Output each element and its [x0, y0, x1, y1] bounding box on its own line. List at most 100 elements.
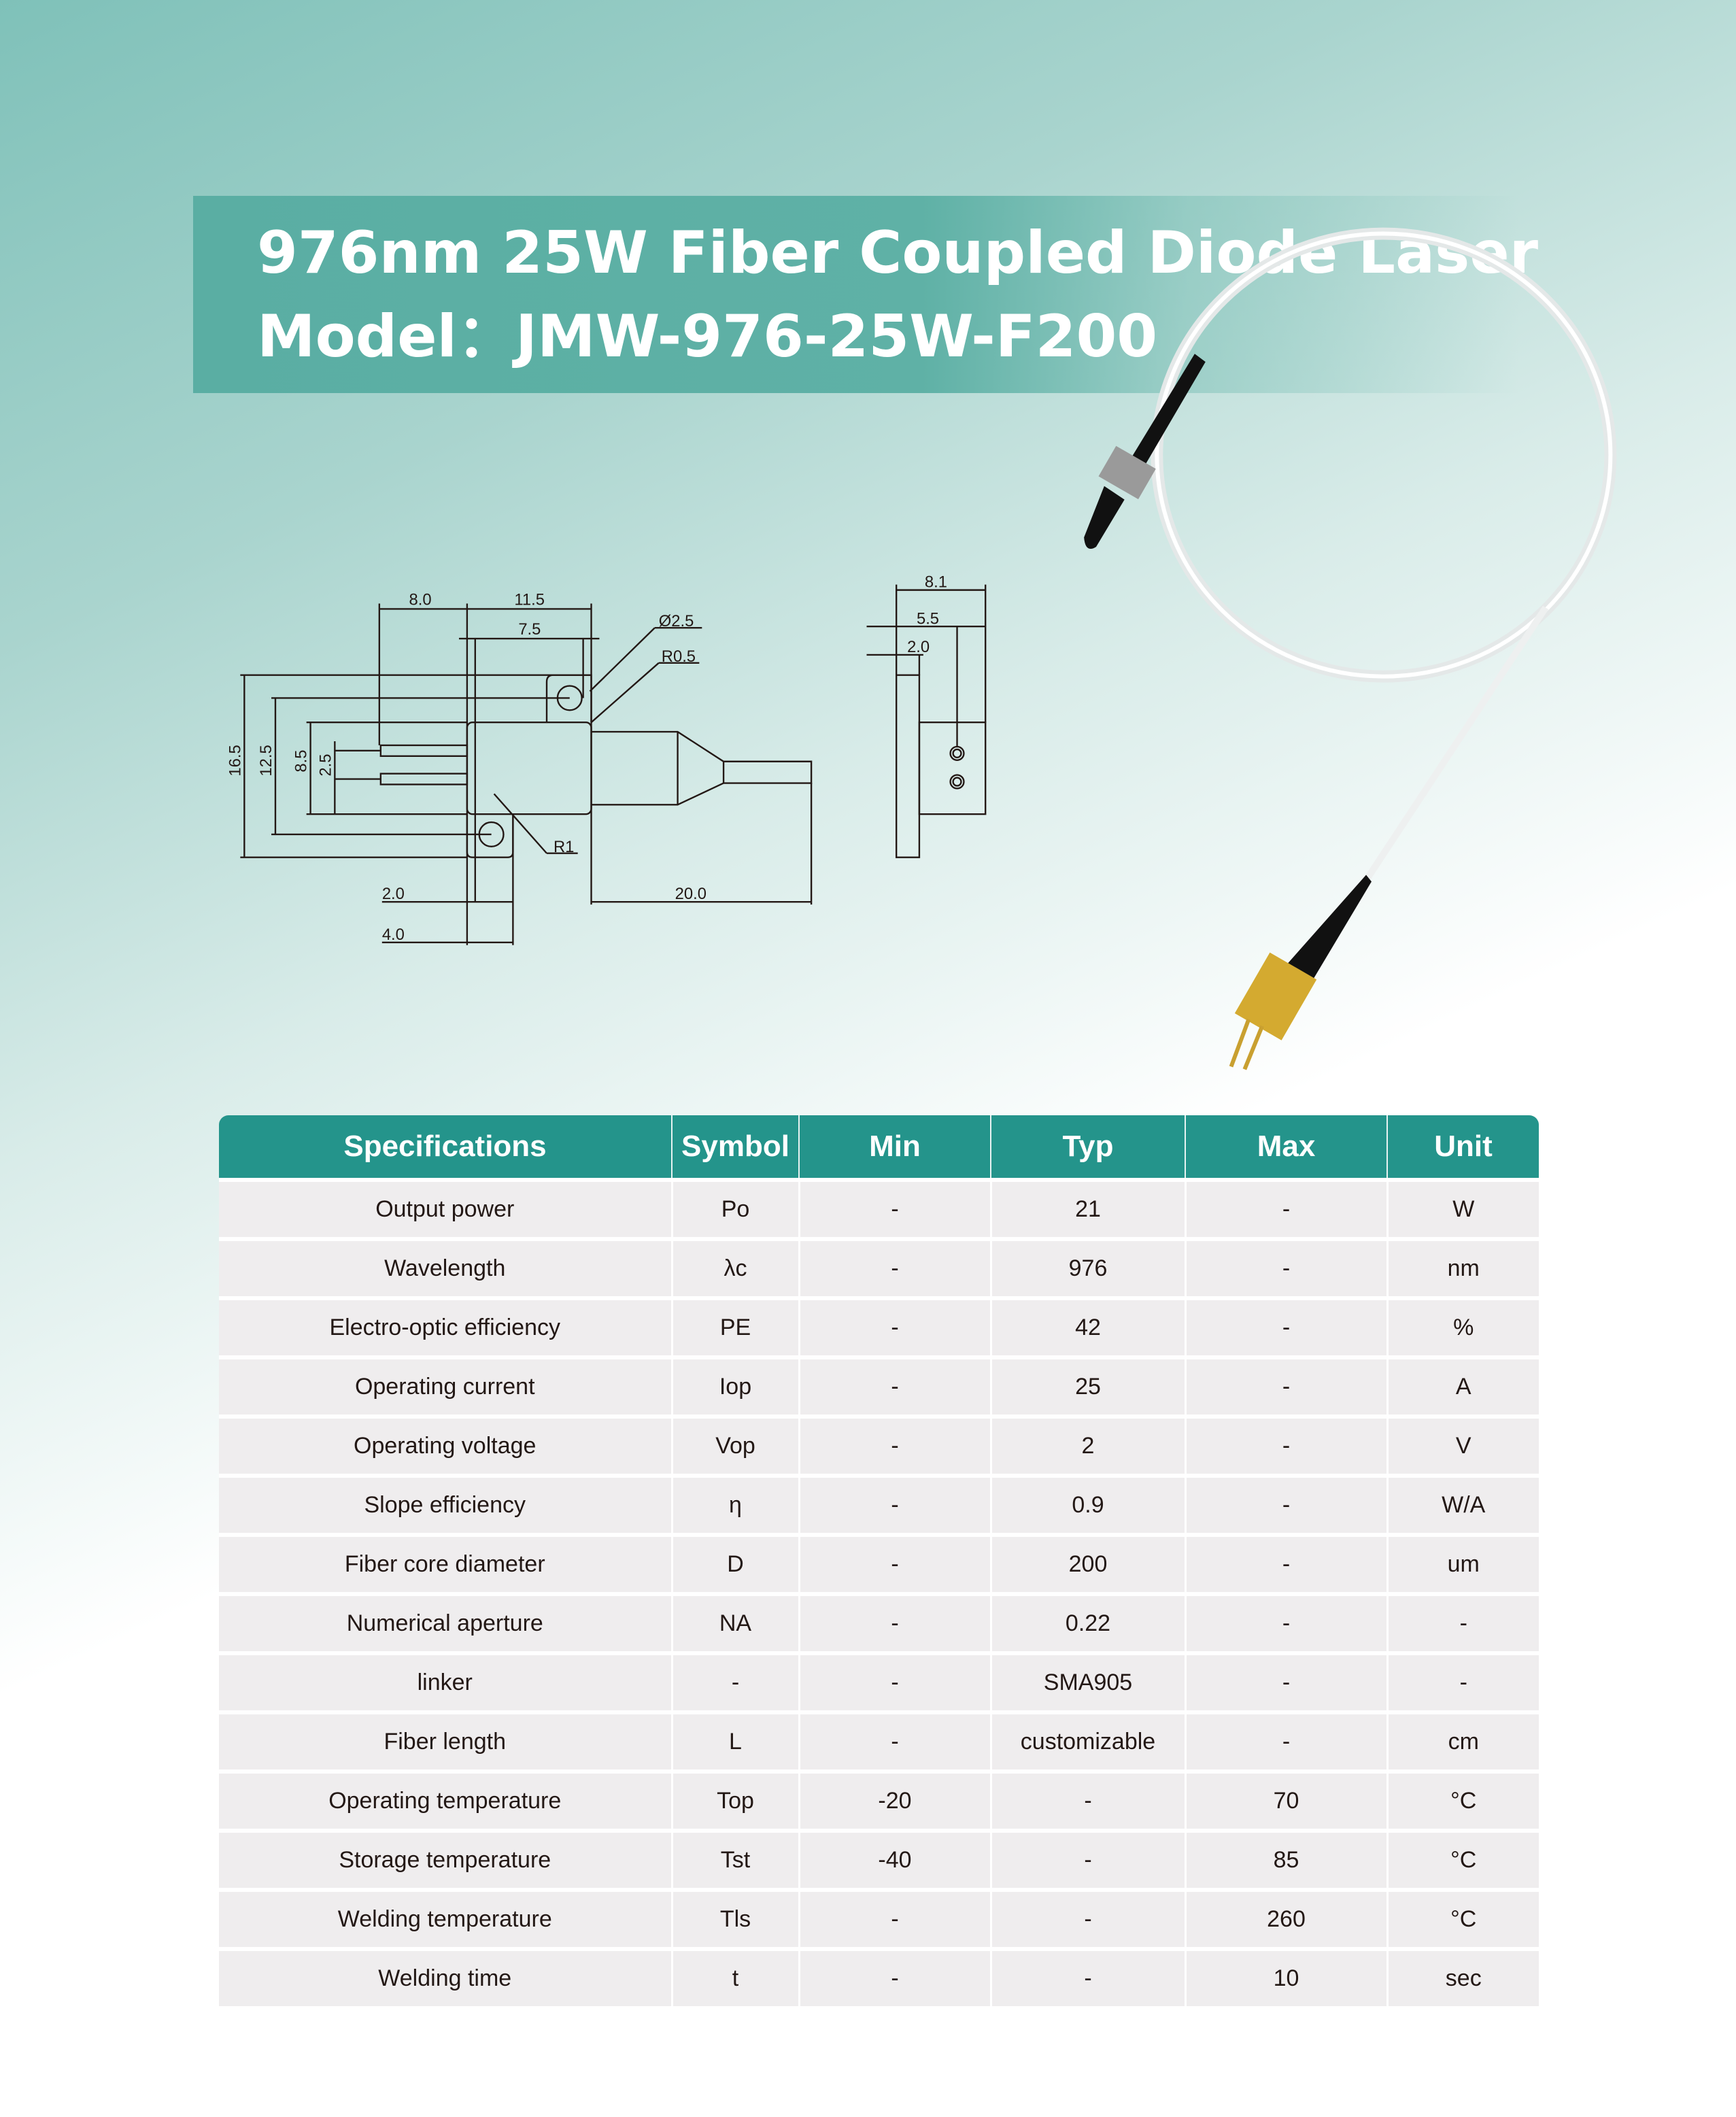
sma-connector-nut — [1098, 445, 1156, 500]
cell-max: 260 — [1185, 1888, 1389, 1949]
cell-typ: 2 — [991, 1415, 1187, 1476]
cell-symbol: - — [672, 1651, 800, 1712]
header-symbol: Symbol — [672, 1115, 800, 1180]
cell-unit: °C — [1387, 1829, 1539, 1890]
dim-2-5: 2.5 — [316, 753, 335, 776]
cell-symbol: Tst — [672, 1829, 800, 1890]
dim-16-5: 16.5 — [226, 745, 244, 776]
cell-symbol: NA — [672, 1592, 800, 1653]
fiber-laser-product-image — [1084, 227, 1617, 1070]
cell-unit: - — [1387, 1592, 1539, 1653]
cell-typ: 21 — [991, 1178, 1187, 1239]
cell-typ: 25 — [991, 1355, 1187, 1417]
cell-symbol: D — [672, 1533, 800, 1594]
dim-diameter-2-5: Ø2.5 — [659, 612, 694, 630]
cell-symbol: L — [672, 1710, 800, 1772]
header-specifications: Specifications — [219, 1115, 673, 1180]
cell-min: - — [799, 1415, 992, 1476]
side-view-dimensions: 8.1 5.5 2.0 — [907, 573, 947, 656]
cell-min: -20 — [799, 1769, 992, 1831]
gold-laser-module — [1234, 952, 1317, 1040]
header-unit: Unit — [1387, 1115, 1539, 1180]
cell-min: - — [799, 1651, 992, 1712]
front-view-drawing — [240, 603, 813, 945]
cell-typ: 0.9 — [991, 1474, 1187, 1535]
specifications-table: Specifications Symbol Min Typ Max Unit O… — [219, 1115, 1539, 2006]
cell-max: - — [1185, 1178, 1389, 1239]
dim-12-5: 12.5 — [257, 745, 275, 776]
cell-unit: °C — [1387, 1888, 1539, 1949]
cell-max: - — [1185, 1592, 1389, 1653]
dim-8-0: 8.0 — [409, 590, 432, 609]
cell-spec-name: Numerical aperture — [219, 1592, 673, 1653]
cell-unit: cm — [1387, 1710, 1539, 1772]
cell-spec-name: Fiber core diameter — [219, 1533, 673, 1594]
dim-4-0: 4.0 — [382, 926, 405, 944]
side-view-drawing — [866, 584, 987, 858]
cell-typ: customizable — [991, 1710, 1187, 1772]
cell-typ: 976 — [991, 1237, 1187, 1298]
cell-max: - — [1185, 1533, 1389, 1594]
cell-max: - — [1185, 1710, 1389, 1772]
cell-typ: 0.22 — [991, 1592, 1187, 1653]
cell-min: - — [799, 1888, 992, 1949]
cell-min: - — [799, 1947, 992, 2006]
cell-min: - — [799, 1296, 992, 1357]
cell-spec-name: Welding time — [219, 1947, 673, 2006]
cell-unit: um — [1387, 1533, 1539, 1594]
cell-max: - — [1185, 1296, 1389, 1357]
cell-unit: V — [1387, 1415, 1539, 1476]
dim-5-5: 5.5 — [917, 609, 939, 628]
cell-min: - — [799, 1710, 992, 1772]
dim-8-1: 8.1 — [925, 573, 947, 592]
cell-max: - — [1185, 1651, 1389, 1712]
cell-max: 10 — [1185, 1947, 1389, 2006]
cell-typ: - — [991, 1829, 1187, 1890]
front-view-dimensions: 8.0 11.5 7.5 Ø2.5 R0.5 16.5 12.5 8.5 2.5… — [226, 590, 707, 943]
cell-symbol: Iop — [672, 1355, 800, 1417]
cell-spec-name: Storage temperature — [219, 1829, 673, 1890]
cell-min: - — [799, 1533, 992, 1594]
cell-typ: SMA905 — [991, 1651, 1187, 1712]
cell-spec-name: Slope efficiency — [219, 1474, 673, 1535]
dim-20-0: 20.0 — [675, 885, 707, 903]
cell-spec-name: Output power — [219, 1178, 673, 1239]
cell-min: - — [799, 1355, 992, 1417]
cell-max: - — [1185, 1355, 1389, 1417]
cell-typ: - — [991, 1769, 1187, 1831]
cell-symbol: t — [672, 1947, 800, 2006]
cell-symbol: Tls — [672, 1888, 800, 1949]
dim-8-5: 8.5 — [292, 750, 311, 773]
cell-spec-name: Electro-optic efficiency — [219, 1296, 673, 1357]
cell-symbol: Top — [672, 1769, 800, 1831]
cell-symbol: PE — [672, 1296, 800, 1357]
table-header-row: Specifications Symbol Min Typ Max Unit — [219, 1115, 1539, 1180]
cell-typ: 200 — [991, 1533, 1187, 1594]
cell-typ: - — [991, 1947, 1187, 2006]
cell-max: - — [1185, 1415, 1389, 1476]
cell-symbol: Vop — [672, 1415, 800, 1476]
cell-unit: W/A — [1387, 1474, 1539, 1535]
cell-spec-name: Operating temperature — [219, 1769, 673, 1831]
cell-max: - — [1185, 1474, 1389, 1535]
model-number: Model：JMW-976-25W-F200 — [257, 303, 1158, 371]
header-max: Max — [1185, 1115, 1388, 1180]
cell-min: - — [799, 1178, 992, 1239]
cell-spec-name: Operating voltage — [219, 1415, 673, 1476]
cell-max: 85 — [1185, 1829, 1389, 1890]
title-banner — [193, 196, 1519, 393]
cell-max: 70 — [1185, 1769, 1389, 1831]
dim-side-2-0: 2.0 — [907, 638, 930, 656]
dim-r0-5: R0.5 — [662, 647, 696, 666]
cell-min: - — [799, 1474, 992, 1535]
header-typ: Typ — [991, 1115, 1186, 1180]
